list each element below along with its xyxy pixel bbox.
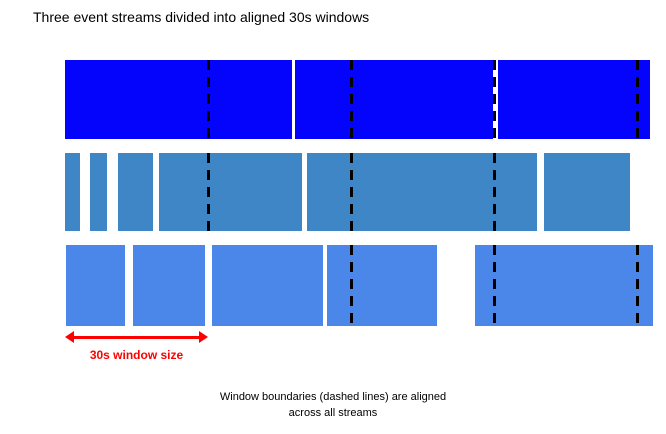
caption-line-1: Window boundaries (dashed lines) are ali… [219,391,447,403]
caption-line-2: across all streams [288,407,378,419]
window-boundary-dashed-line [206,153,210,231]
stream-2-activity-segment [117,153,154,231]
stream-1-activity-segment [497,60,650,139]
window-size-arrow-right-head-icon [199,331,208,343]
window-boundary-dashed-line [492,60,496,139]
stream-2-activity-segment [65,153,80,231]
stream-3-activity-segment [133,245,206,326]
window-boundary-dashed-line [635,60,639,139]
stream-3-activity-segment [327,245,437,326]
window-boundary-dashed-line [492,153,496,231]
stream-3-activity-segment [474,245,654,326]
stream-2-activity-segment [89,153,107,231]
stream-2-activity-segment [158,153,302,231]
stream-2-activity-segment [544,153,630,231]
stream-1-activity-segment [295,60,493,139]
window-boundary-dashed-line [349,245,353,326]
stream-3-activity-segment [66,245,126,326]
stream-1-band [0,60,666,139]
figure-title: Three event streams divided into aligned… [33,9,370,25]
window-boundary-dashed-line [349,153,353,231]
window-boundary-dashed-line [492,245,496,326]
stream-2-band [0,153,666,231]
figure-caption: Window boundaries (dashed lines) are ali… [0,389,666,421]
window-boundary-dashed-line [206,60,210,139]
stream-3-activity-segment [211,245,323,326]
window-size-label: 30s window size [89,348,184,362]
stream-1-activity-segment [65,60,292,139]
stream-3-band [0,245,666,326]
window-size-arrow-left-head-icon [65,331,74,343]
window-boundary-dashed-line [349,60,353,139]
window-size-arrow-line [71,336,202,339]
window-boundary-dashed-line [635,245,639,326]
stream-2-activity-segment [307,153,537,231]
